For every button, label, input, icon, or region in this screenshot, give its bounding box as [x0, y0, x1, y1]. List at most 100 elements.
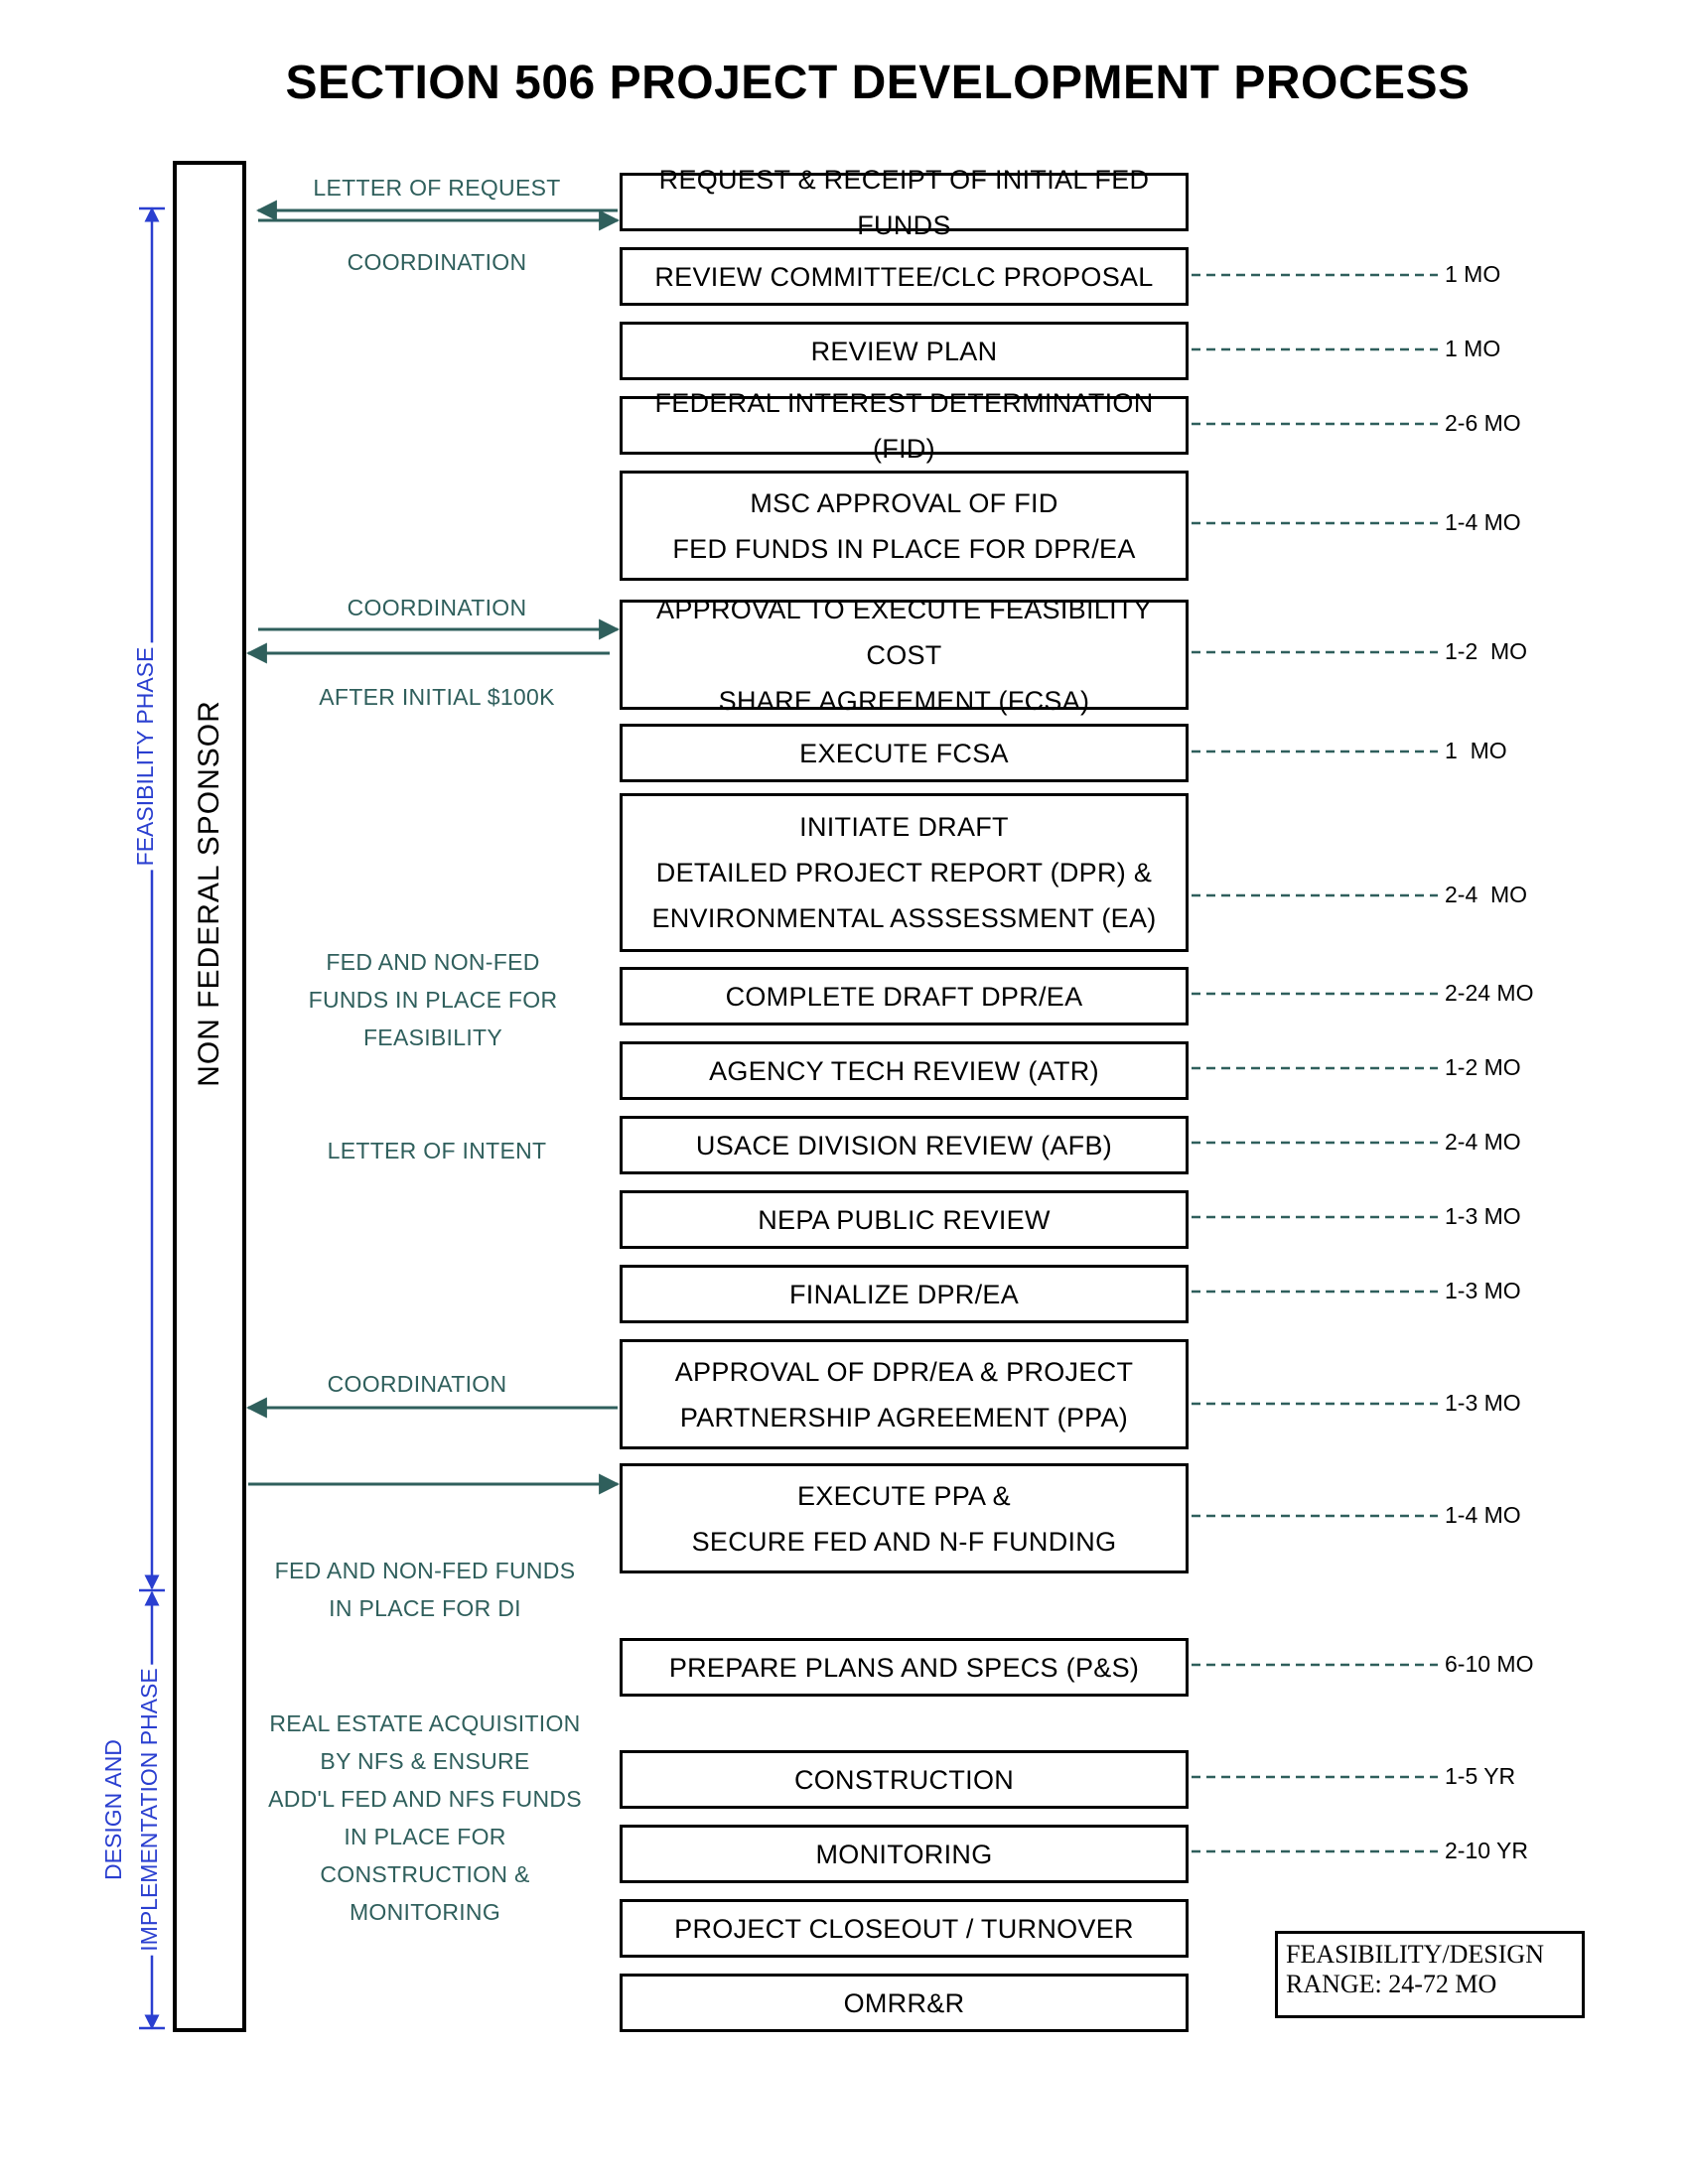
- process-step-line: SHARE AGREEMENT (FCSA): [718, 685, 1090, 716]
- non-federal-sponsor-label: NON FEDERAL SPONSOR: [193, 700, 225, 1087]
- process-step-box: REQUEST & RECEIPT OF INITIAL FED FUNDS: [620, 165, 1189, 240]
- step-duration: 2-10 YR: [1445, 1838, 1528, 1863]
- process-step-text: CONSTRUCTION: [794, 1757, 1014, 1803]
- process-step-line: ENVIRONMENTAL ASSSESSMENT (EA): [651, 903, 1157, 933]
- side-note-line: MONITORING: [349, 1899, 501, 1925]
- step-duration: 1 MO: [1445, 738, 1507, 763]
- process-step-box: PROJECT CLOSEOUT / TURNOVER: [620, 1899, 1189, 1958]
- process-step-text: FINALIZE DPR/EA: [789, 1272, 1019, 1317]
- process-step-line: OMRR&R: [843, 1987, 965, 2018]
- design-phase-line2: IMPLEMENTATION PHASE: [136, 1668, 162, 1952]
- process-step-text: PROJECT CLOSEOUT / TURNOVER: [674, 1906, 1134, 1952]
- step-duration: 1-2 MO: [1445, 1054, 1521, 1080]
- process-step-line: PROJECT CLOSEOUT / TURNOVER: [674, 1913, 1134, 1944]
- process-step-box: MSC APPROVAL OF FID FED FUNDS IN PLACE FO…: [620, 471, 1189, 581]
- step-duration: 2-24 MO: [1445, 980, 1534, 1006]
- process-step-box: OMRR&R: [620, 1974, 1189, 2032]
- step-duration: 1-3 MO: [1445, 1278, 1521, 1303]
- process-step-text: APPROVAL TO EXECUTE FEASIBILITY COST SHAR…: [623, 587, 1186, 724]
- range-box-line1: FEASIBILITY/DESIGN: [1286, 1940, 1544, 1969]
- step-duration: 1-3 MO: [1445, 1203, 1521, 1229]
- process-step-box: REVIEW COMMITTEE/CLC PROPOSAL: [620, 247, 1189, 306]
- process-step-line: APPROVAL OF DPR/EA & PROJECT: [674, 1356, 1134, 1387]
- side-note: REAL ESTATE ACQUISITION BY NFS & ENSURE AD…: [246, 1705, 604, 1931]
- process-step-text: USACE DIVISION REVIEW (AFB): [696, 1123, 1112, 1168]
- side-note-line: COORDINATION: [347, 595, 527, 620]
- process-step-text: REVIEW COMMITTEE/CLC PROPOSAL: [654, 254, 1153, 300]
- step-duration: 1-2 MO: [1445, 638, 1528, 664]
- step-duration: 1-3 MO: [1445, 1390, 1521, 1416]
- side-note-line: ADD'L FED AND NFS FUNDS: [268, 1786, 582, 1812]
- process-step-text: COMPLETE DRAFT DPR/EA: [726, 974, 1083, 1020]
- step-duration: 1 MO: [1445, 336, 1501, 361]
- process-step-text: AGENCY TECH REVIEW (ATR): [709, 1048, 1099, 1094]
- process-step-line: EXECUTE PPA &: [797, 1480, 1011, 1511]
- step-duration: 1-4 MO: [1445, 509, 1521, 535]
- side-note-line: AFTER INITIAL $100K: [319, 684, 555, 710]
- process-step-box: PREPARE PLANS AND SPECS (P&S): [620, 1638, 1189, 1697]
- step-duration: 2-4 MO: [1445, 1129, 1521, 1155]
- process-step-line: MONITORING: [815, 1839, 993, 1869]
- process-step-box: REVIEW PLAN: [620, 322, 1189, 380]
- process-step-text: PREPARE PLANS AND SPECS (P&S): [669, 1645, 1139, 1691]
- side-note-line: BY NFS & ENSURE: [320, 1748, 530, 1774]
- process-step-box: FEDERAL INTEREST DETERMINATION (FID): [620, 388, 1189, 464]
- process-step-text: NEPA PUBLIC REVIEW: [758, 1197, 1050, 1243]
- process-step-box: CONSTRUCTION: [620, 1750, 1189, 1809]
- side-note: LETTER OF REQUEST: [258, 169, 616, 206]
- feasibility-phase-label: FEASIBILITY PHASE: [127, 642, 163, 871]
- side-note-line: REAL ESTATE ACQUISITION: [269, 1710, 581, 1736]
- process-step-line: SECURE FED AND N-F FUNDING: [691, 1526, 1117, 1557]
- process-step-box: COMPLETE DRAFT DPR/EA: [620, 967, 1189, 1025]
- step-duration: 1-5 YR: [1445, 1763, 1516, 1789]
- step-duration: 1 MO: [1445, 261, 1501, 287]
- design-implementation-phase-label: DESIGN AND IMPLEMENTATION PHASE: [95, 1664, 167, 1956]
- process-step-line: FEDERAL INTEREST DETERMINATION (FID): [654, 387, 1154, 464]
- side-note-line: FEASIBILITY: [362, 1024, 503, 1050]
- feasibility-design-range-box: FEASIBILITY/DESIGN RANGE: 24-72 MO: [1275, 1931, 1585, 2018]
- step-duration: 2-4 MO: [1445, 882, 1528, 907]
- process-step-text: EXECUTE PPA & SECURE FED AND N-F FUNDING: [692, 1473, 1117, 1565]
- side-note: COORDINATION: [258, 589, 616, 626]
- range-box-line2: RANGE: 24-72 MO: [1286, 1970, 1497, 1998]
- process-step-line: MSC APPROVAL OF FID: [750, 487, 1058, 518]
- side-note-line: FED AND NON-FED: [326, 949, 540, 975]
- side-note-line: FED AND NON-FED FUNDS: [274, 1558, 576, 1583]
- process-step-text: OMRR&R: [844, 1980, 965, 2026]
- design-phase-line1: DESIGN AND: [100, 1739, 126, 1880]
- process-step-line: FED FUNDS IN PLACE FOR DPR/EA: [672, 533, 1136, 564]
- process-step-line: APPROVAL TO EXECUTE FEASIBILITY COST: [656, 594, 1152, 670]
- feasibility-phase-text: FEASIBILITY PHASE: [132, 646, 158, 867]
- process-step-text: MONITORING: [816, 1832, 993, 1877]
- step-duration: 1-4 MO: [1445, 1502, 1521, 1528]
- process-step-line: REVIEW COMMITTEE/CLC PROPOSAL: [654, 261, 1154, 292]
- process-step-box: EXECUTE FCSA: [620, 724, 1189, 782]
- process-step-text: FEDERAL INTEREST DETERMINATION (FID): [623, 380, 1186, 472]
- side-note: AFTER INITIAL $100K: [258, 678, 616, 716]
- process-step-box: USACE DIVISION REVIEW (AFB): [620, 1116, 1189, 1174]
- process-step-box: MONITORING: [620, 1825, 1189, 1883]
- process-step-text: REQUEST & RECEIPT OF INITIAL FED FUNDS: [623, 157, 1186, 248]
- process-step-box: AGENCY TECH REVIEW (ATR): [620, 1041, 1189, 1100]
- process-step-line: COMPLETE DRAFT DPR/EA: [725, 981, 1083, 1012]
- process-step-line: PREPARE PLANS AND SPECS (P&S): [668, 1652, 1140, 1683]
- page-title: SECTION 506 PROJECT DEVELOPMENT PROCESS: [285, 57, 1471, 109]
- process-step-line: CONSTRUCTION: [793, 1764, 1015, 1795]
- side-note: LETTER OF INTENT: [258, 1132, 616, 1169]
- process-step-line: FINALIZE DPR/EA: [788, 1279, 1020, 1309]
- process-step-line: NEPA PUBLIC REVIEW: [758, 1204, 1051, 1235]
- process-step-line: INITIATE DRAFT: [799, 812, 1009, 842]
- process-step-text: REVIEW PLAN: [811, 329, 998, 374]
- process-step-line: REQUEST & RECEIPT OF INITIAL FED FUNDS: [658, 164, 1150, 240]
- side-note-line: IN PLACE FOR: [344, 1824, 506, 1849]
- process-step-box: FINALIZE DPR/EA: [620, 1265, 1189, 1323]
- process-step-line: AGENCY TECH REVIEW (ATR): [709, 1055, 1099, 1086]
- process-step-box: NEPA PUBLIC REVIEW: [620, 1190, 1189, 1249]
- side-note: COORDINATION: [258, 243, 616, 281]
- side-note-line: IN PLACE FOR DI: [329, 1595, 521, 1621]
- side-note: FED AND NON-FED FUNDS IN PLACE FOR DI: [246, 1552, 604, 1627]
